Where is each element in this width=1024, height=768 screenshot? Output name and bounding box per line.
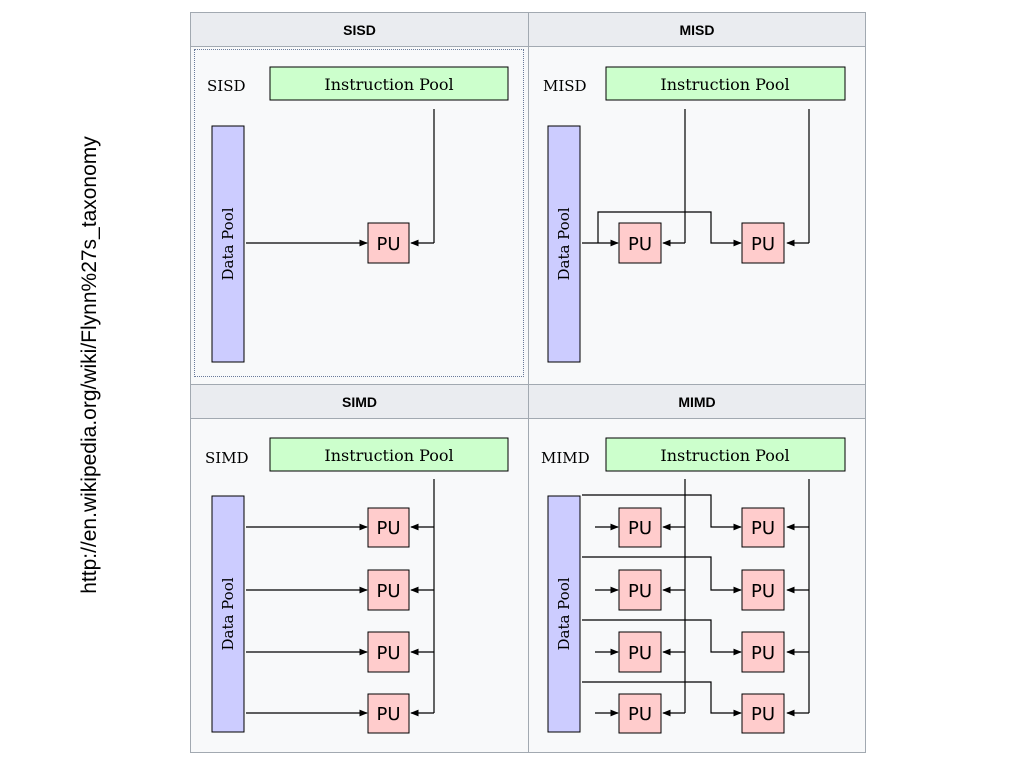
pu-box [741, 222, 785, 264]
cell-misd: MISD MISD Instruction Pool Data Pool [529, 13, 865, 383]
pu-label: PU [628, 581, 652, 602]
column-divider [528, 13, 529, 752]
pu-row: PU PU [582, 681, 809, 734]
cell-body-simd: SIMD Instruction Pool Data Pool PU PU [191, 418, 528, 752]
pu-box [741, 693, 785, 734]
mimd-tag: MIMD [541, 449, 590, 467]
pu-label: PU [376, 704, 400, 725]
sisd-diagram: SISD Instruction Pool Data Pool PU [207, 66, 509, 363]
sisd-tag: SISD [207, 77, 246, 95]
data-pool-label: Data Pool [555, 207, 573, 280]
pu-row: PU [246, 569, 434, 611]
pu-label: PU [751, 234, 775, 255]
pu-box [618, 569, 662, 611]
instruction-pool-label: Instruction Pool [660, 446, 789, 465]
pu-box [741, 631, 785, 673]
cell-header-sisd: SISD [191, 13, 528, 47]
pu-label: PU [376, 643, 400, 664]
data-pool-label: Data Pool [219, 577, 237, 650]
pu-box [367, 507, 410, 548]
pu-box [618, 222, 662, 264]
cell-body-misd: MISD Instruction Pool Data Pool PU PU [529, 46, 865, 383]
instruction-pool-label: Instruction Pool [660, 75, 789, 94]
pu-label: PU [376, 234, 400, 255]
cell-header-mimd: MIMD [529, 385, 865, 419]
pu-box [741, 507, 785, 548]
data-pool-label: Data Pool [555, 577, 573, 650]
cell-header-misd: MISD [529, 13, 865, 47]
pu-row: PU [246, 631, 434, 673]
misd-diagram: MISD Instruction Pool Data Pool PU PU [543, 66, 846, 363]
simd-diagram: SIMD Instruction Pool Data Pool PU PU [205, 437, 509, 734]
pu-box [367, 631, 410, 673]
pu-label: PU [751, 518, 775, 539]
pu-row: PU [246, 693, 434, 734]
source-url: http://en.wikipedia.org/wiki/Flynn%27s_t… [78, 136, 101, 594]
cell-header-simd: SIMD [191, 385, 528, 419]
pu-label: PU [751, 704, 775, 725]
pu-box [618, 507, 662, 548]
pu-box [618, 631, 662, 673]
pu-box [367, 693, 410, 734]
pu-label: PU [376, 581, 400, 602]
pu-box [618, 693, 662, 734]
instruction-pool-box [605, 66, 846, 101]
cell-body-mimd: MIMD Instruction Pool Data Pool PU PU [529, 418, 865, 752]
pu-box [367, 222, 410, 264]
data-pool-box [211, 125, 245, 363]
pu-box [367, 569, 410, 611]
pu-label: PU [628, 643, 652, 664]
flynn-taxonomy-table: SISD SISD Instruction Pool Data Pool PU [190, 12, 866, 753]
pu-label: PU [751, 581, 775, 602]
data-pool-box [211, 495, 245, 733]
cell-body-sisd: SISD Instruction Pool Data Pool PU [191, 46, 528, 383]
misd-tag: MISD [543, 77, 587, 95]
pu-row: PU PU [582, 619, 809, 673]
data-pool-box [547, 495, 581, 733]
cell-mimd: MIMD MIMD Instruction Pool Data Pool [529, 384, 865, 752]
instruction-pool-box [269, 66, 509, 101]
mimd-diagram: MIMD Instruction Pool Data Pool PU PU [541, 437, 846, 734]
pu-label: PU [376, 518, 400, 539]
instruction-pool-box [605, 437, 846, 472]
pu-box [741, 569, 785, 611]
simd-tag: SIMD [205, 449, 249, 467]
data-pool-box [547, 125, 581, 363]
instruction-pool-label: Instruction Pool [324, 446, 453, 465]
instruction-pool-box [269, 437, 509, 472]
pu-label: PU [628, 518, 652, 539]
pu-label: PU [628, 704, 652, 725]
pu-label: PU [628, 234, 652, 255]
cell-sisd: SISD SISD Instruction Pool Data Pool PU [191, 13, 528, 383]
data-pool-label: Data Pool [219, 207, 237, 280]
pu-row: PU PU [582, 494, 809, 548]
pu-row: PU PU [582, 556, 809, 611]
cell-simd: SIMD SIMD Instruction Pool Data Pool [191, 384, 528, 752]
pu-label: PU [751, 643, 775, 664]
instruction-pool-label: Instruction Pool [324, 75, 453, 94]
pu-row: PU [246, 507, 434, 548]
